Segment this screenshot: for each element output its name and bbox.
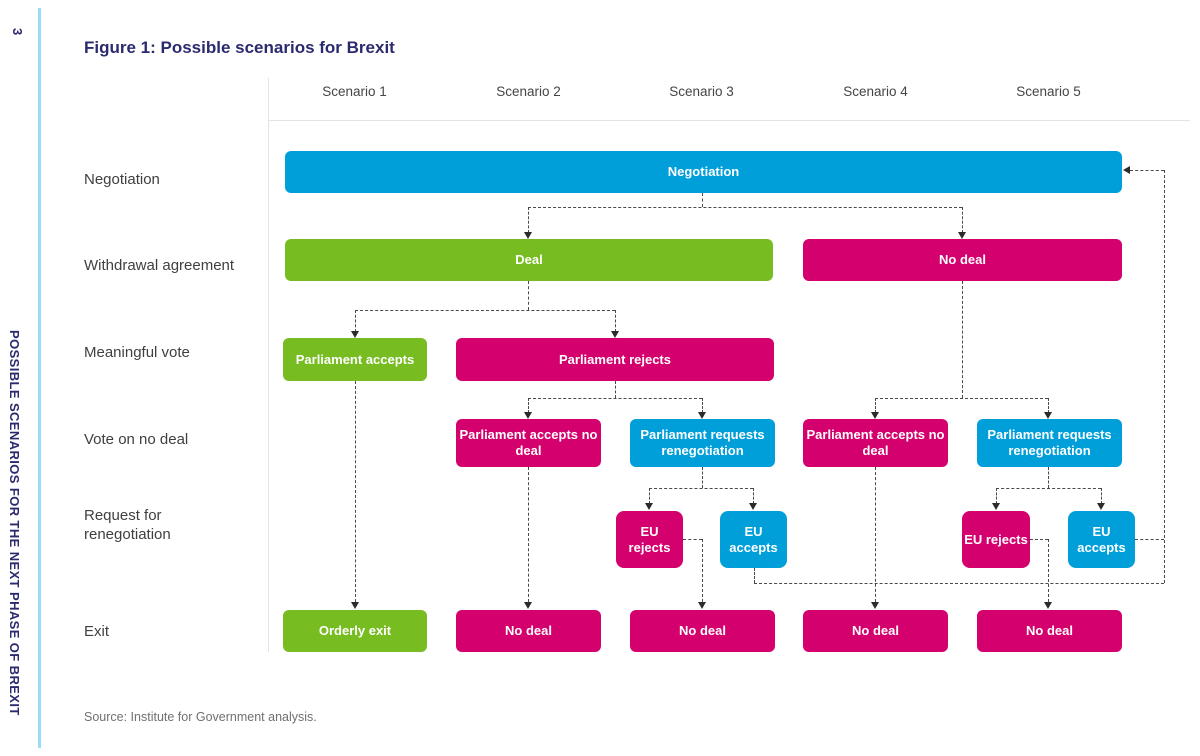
- connector-eu-rejects-s5-out: [1030, 539, 1048, 540]
- connector-s1-exit: [355, 381, 356, 602]
- source-note: Source: Institute for Government analysi…: [84, 710, 317, 724]
- connector-into-no-deal: [962, 207, 963, 233]
- node-parliament-accepts-no-deal-s2: Parliament accepts no deal: [456, 419, 601, 467]
- connector-s5-exit: [1048, 539, 1049, 602]
- connector-loop-right: [1164, 170, 1165, 583]
- connector-into-accepts-no-deal-s4: [875, 398, 876, 413]
- sidebar-vertical-title: POSSIBLE SCENARIOS FOR THE NEXT PHASE OF…: [7, 330, 22, 716]
- node-eu-accepts-s5: EU accepts: [1068, 511, 1135, 568]
- left-accent-line: [38, 8, 41, 748]
- connector-into-parliament-rejects: [615, 310, 616, 332]
- arrow-down-icon: [611, 331, 619, 338]
- node-no-deal-exit-s4: No deal: [803, 610, 948, 652]
- connector-renegotiation-s5-stem: [1048, 467, 1049, 488]
- row-label-vote-on-no-deal: Vote on no deal: [84, 431, 189, 448]
- connector-renegotiation-s3-split: [649, 488, 753, 489]
- page-number: 3: [10, 28, 25, 36]
- arrow-down-icon: [524, 412, 532, 419]
- arrow-down-icon: [524, 602, 532, 609]
- node-parliament-accepts-no-deal-s4: Parliament accepts no deal: [803, 419, 948, 467]
- connector-negotiation-stem: [702, 193, 703, 207]
- connector-eu-rejects-s3-out: [683, 539, 702, 540]
- node-no-deal-exit-s5: No deal: [977, 610, 1122, 652]
- connector-loop-bottom: [754, 583, 1164, 584]
- row-label-meaningful-vote: Meaningful vote: [84, 344, 190, 361]
- label-divider-line: [268, 78, 269, 652]
- arrow-down-icon: [1097, 503, 1105, 510]
- node-no-deal-exit-s3: No deal: [630, 610, 775, 652]
- arrow-down-icon: [992, 503, 1000, 510]
- connector-loop-top: [1130, 170, 1164, 171]
- arrow-down-icon: [749, 503, 757, 510]
- connector-negotiation-split: [528, 207, 962, 208]
- arrow-down-icon: [871, 602, 879, 609]
- column-header-scenario-1: Scenario 1: [322, 84, 387, 99]
- connector-deal-split: [355, 310, 615, 311]
- arrow-left-icon: [1123, 166, 1130, 174]
- node-parliament-requests-renegotiation-s3: Parliament requests renegotiation: [630, 419, 775, 467]
- connector-deal-stem: [528, 281, 529, 310]
- connector-eu-accepts-s3-out: [754, 568, 755, 583]
- arrow-down-icon: [645, 503, 653, 510]
- arrow-down-icon: [351, 331, 359, 338]
- connector-eu-accepts-s5-out: [1135, 539, 1164, 540]
- node-parliament-requests-renegotiation-s5: Parliament requests renegotiation: [977, 419, 1122, 467]
- arrow-down-icon: [1044, 412, 1052, 419]
- connector-into-requests-renegotiation-s5: [1048, 398, 1049, 413]
- connector-into-eu-rejects-s3: [649, 488, 650, 504]
- arrow-down-icon: [1044, 602, 1052, 609]
- column-header-scenario-2: Scenario 2: [496, 84, 561, 99]
- node-deal: Deal: [285, 239, 773, 281]
- connector-into-deal: [528, 207, 529, 233]
- connector-no-deal-split: [875, 398, 1048, 399]
- column-header-scenario-4: Scenario 4: [843, 84, 908, 99]
- arrow-down-icon: [698, 602, 706, 609]
- connector-no-deal-stem: [962, 281, 963, 398]
- connector-rejects-stem: [615, 381, 616, 398]
- connector-into-eu-accepts-s3: [753, 488, 754, 504]
- connector-into-parliament-accepts: [355, 310, 356, 332]
- node-no-deal-exit-s2: No deal: [456, 610, 601, 652]
- node-eu-rejects-s3: EU rejects: [616, 511, 683, 568]
- column-header-scenario-5: Scenario 5: [1016, 84, 1081, 99]
- figure-title: Figure 1: Possible scenarios for Brexit: [84, 38, 395, 57]
- connector-s4-exit: [875, 467, 876, 602]
- node-parliament-rejects: Parliament rejects: [456, 338, 774, 381]
- node-negotiation: Negotiation: [285, 151, 1122, 193]
- connector-into-requests-renegotiation-s3: [702, 398, 703, 413]
- row-label-negotiation: Negotiation: [84, 171, 160, 188]
- arrow-down-icon: [351, 602, 359, 609]
- node-orderly-exit: Orderly exit: [283, 610, 427, 652]
- connector-s3-exit: [702, 539, 703, 602]
- connector-into-accepts-no-deal-s2: [528, 398, 529, 413]
- connector-renegotiation-s3-stem: [702, 467, 703, 488]
- arrow-down-icon: [871, 412, 879, 419]
- row-label-request-for-renegotiation: Request for renegotiation: [84, 507, 171, 543]
- node-eu-accepts-s3: EU accepts: [720, 511, 787, 568]
- node-parliament-accepts: Parliament accepts: [283, 338, 427, 381]
- connector-s2-exit: [528, 467, 529, 602]
- row-label-exit: Exit: [84, 623, 110, 640]
- arrow-down-icon: [958, 232, 966, 239]
- arrow-down-icon: [698, 412, 706, 419]
- connector-into-eu-rejects-s5: [996, 488, 997, 504]
- connector-rejects-split: [528, 398, 702, 399]
- column-header-scenario-3: Scenario 3: [669, 84, 734, 99]
- node-eu-rejects-s5: EU rejects: [962, 511, 1030, 568]
- header-divider-line: [268, 120, 1190, 121]
- row-label-withdrawal-agreement: Withdrawal agreement: [84, 257, 235, 274]
- node-no-deal-agreement: No deal: [803, 239, 1122, 281]
- arrow-down-icon: [524, 232, 532, 239]
- connector-renegotiation-s5-split: [996, 488, 1101, 489]
- connector-into-eu-accepts-s5: [1101, 488, 1102, 504]
